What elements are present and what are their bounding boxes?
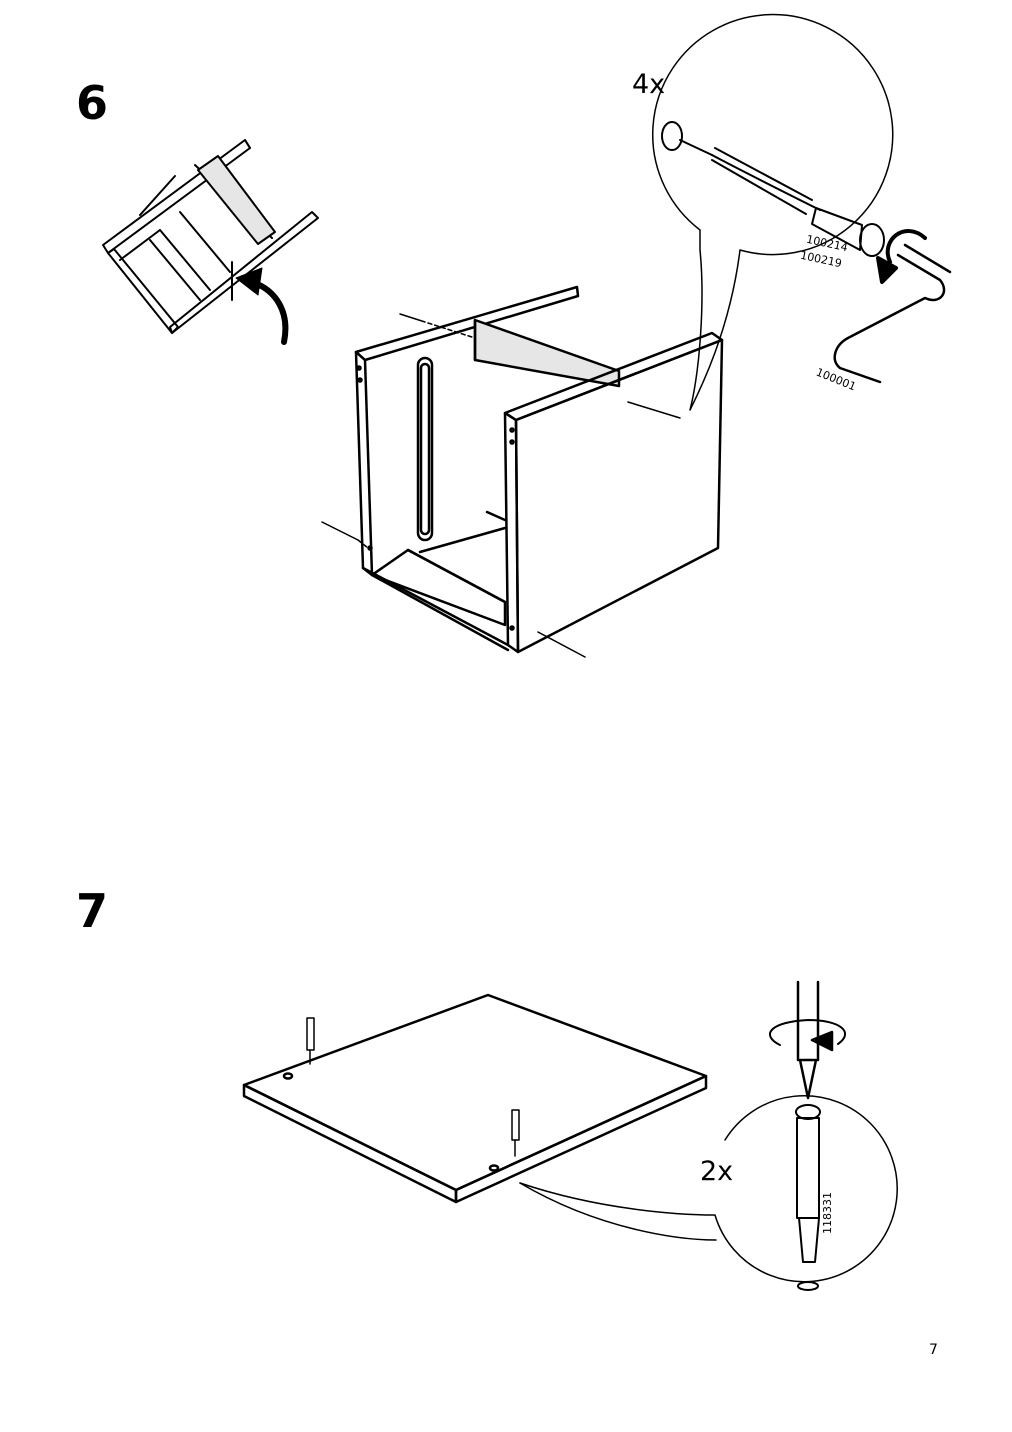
- callout-bubble-7: [519, 1094, 898, 1283]
- magnified-cam-dowel: [795, 1104, 821, 1291]
- callout-bubble: [651, 13, 894, 411]
- board-panel: [242, 993, 708, 1204]
- screwdriver-icon: [768, 980, 846, 1100]
- cam-dowels: [306, 1017, 520, 1157]
- step-7-quantity: 2x: [700, 1156, 734, 1187]
- allen-key-icon: [833, 243, 952, 384]
- main-cabinet: [354, 285, 724, 654]
- magnified-screw: [661, 121, 885, 257]
- small-inverted-cabinet: [102, 139, 319, 334]
- step-6-number: 6: [76, 76, 109, 130]
- turn-direction-arrow-icon: [876, 229, 927, 284]
- step-7-number: 7: [76, 884, 109, 938]
- page-number: 7: [929, 1342, 938, 1358]
- part-number-118331: 118331: [821, 1192, 834, 1234]
- step-6-quantity: 4x: [632, 69, 666, 100]
- dowel-screws: [321, 313, 681, 658]
- rotate-arrow-icon: [235, 267, 289, 345]
